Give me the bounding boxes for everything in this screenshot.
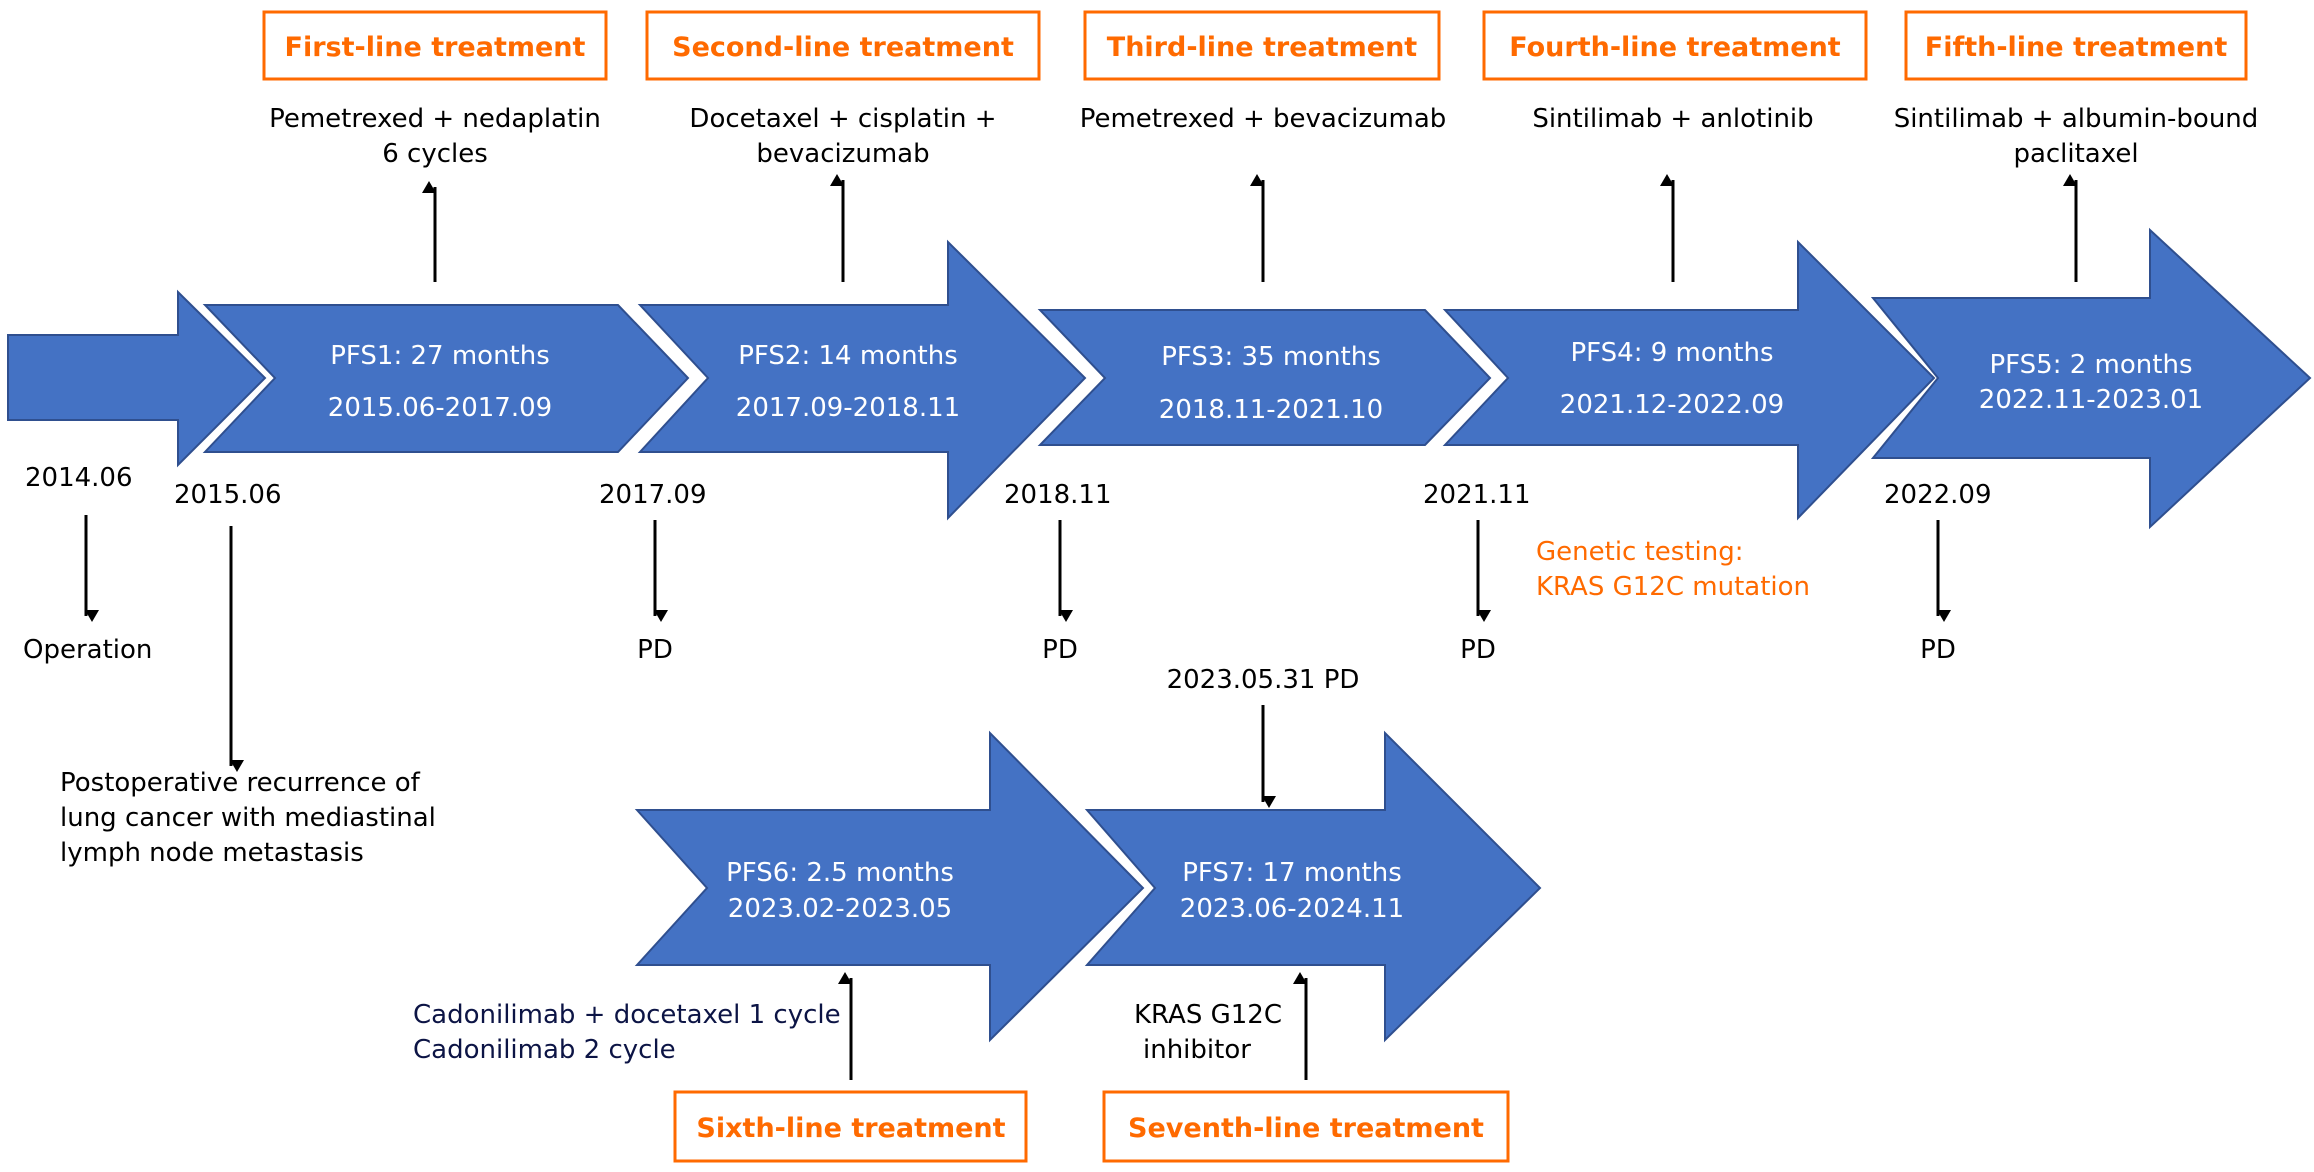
header-third-line: Third-line treatment [1083, 10, 1441, 81]
date-2022-09: 2022.09 [1884, 480, 1992, 510]
pfs7-label: PFS7: 17 months [1182, 858, 1402, 888]
pfs7-range: 2023.06-2024.11 [1180, 894, 1404, 924]
event-pd-1: PD [637, 635, 673, 665]
regimen-6-line-2: Cadonilimab 2 cycle [413, 1035, 676, 1065]
regimen-4-line-1: Sintilimab + anlotinib [1532, 104, 1813, 134]
event-pd-3: PD [1460, 635, 1496, 665]
date-2018-11: 2018.11 [1004, 480, 1112, 510]
pfs2-range: 2017.09-2018.11 [736, 393, 960, 423]
pfs6-label: PFS6: 2.5 months [726, 858, 954, 888]
event-recurrence-line-2: lung cancer with mediastinal [60, 803, 436, 833]
header-sixth-line-label: Sixth-line treatment [696, 1113, 1005, 1144]
arrow-pfs5 [1870, 227, 2312, 530]
pfs3-range: 2018.11-2021.10 [1159, 395, 1383, 425]
regimen-2-line-2: bevacizumab [756, 139, 929, 169]
header-first-line-label: First-line treatment [285, 32, 586, 63]
header-third-line-label: Third-line treatment [1107, 32, 1418, 63]
header-seventh-line-label: Seventh-line treatment [1128, 1113, 1484, 1144]
pfs2-label: PFS2: 14 months [738, 341, 958, 371]
date-2017-09: 2017.09 [599, 480, 707, 510]
pfs6-range: 2023.02-2023.05 [728, 894, 952, 924]
event-pd-2: PD [1042, 635, 1078, 665]
header-second-line: Second-line treatment [645, 10, 1041, 81]
arrow-pfs2 [637, 239, 1087, 521]
pfs1-label: PFS1: 27 months [330, 341, 550, 371]
header-seventh-line: Seventh-line treatment [1102, 1090, 1510, 1163]
arrow-pfs1 [202, 304, 690, 453]
arrow-initial [7, 289, 267, 468]
event-genetic-line-1: Genetic testing: [1536, 537, 1744, 567]
event-operation: Operation [23, 635, 152, 665]
pfs5-range: 2022.11-2023.01 [1979, 385, 2203, 415]
regimen-3-line-1: Pemetrexed + bevacizumab [1080, 104, 1447, 134]
arrow-pfs6 [634, 730, 1145, 1043]
header-fifth-line-label: Fifth-line treatment [1925, 32, 2228, 63]
date-2015-06: 2015.06 [174, 480, 282, 510]
event-genetic-line-2: KRAS G12C mutation [1536, 572, 1810, 602]
regimen-1-line-2: 6 cycles [382, 139, 488, 169]
header-fifth-line: Fifth-line treatment [1904, 10, 2248, 81]
regimen-7-line-1: KRAS G12C [1134, 1000, 1282, 1030]
regimen-2-line-1: Docetaxel + cisplatin + [689, 104, 996, 134]
date-2023-05-31-pd: 2023.05.31 PD [1167, 665, 1360, 695]
pfs5-label: PFS5: 2 months [1990, 350, 2193, 380]
pfs3-label: PFS3: 35 months [1161, 342, 1381, 372]
arrow-pfs4 [1442, 239, 1936, 521]
regimen-7-line-2: inhibitor [1143, 1035, 1251, 1065]
arrow-pfs3 [1037, 309, 1492, 446]
regimen-5-line-1: Sintilimab + albumin-bound [1894, 104, 2259, 134]
event-pd-4: PD [1920, 635, 1956, 665]
date-2021-11: 2021.11 [1423, 480, 1531, 510]
header-first-line: First-line treatment [262, 10, 608, 81]
pfs4-label: PFS4: 9 months [1571, 338, 1774, 368]
header-second-line-label: Second-line treatment [672, 32, 1014, 63]
header-sixth-line: Sixth-line treatment [673, 1090, 1028, 1163]
pfs1-range: 2015.06-2017.09 [328, 393, 552, 423]
pfs4-range: 2021.12-2022.09 [1560, 390, 1784, 420]
header-fourth-line-label: Fourth-line treatment [1509, 32, 1841, 63]
regimen-5-line-2: paclitaxel [2013, 139, 2138, 169]
regimen-1-line-1: Pemetrexed + nedaplatin [269, 104, 601, 134]
event-recurrence-line-3: lymph node metastasis [60, 838, 364, 868]
arrow-pfs7 [1084, 730, 1542, 1043]
regimen-6-line-1: Cadonilimab + docetaxel 1 cycle [413, 1000, 841, 1030]
header-fourth-line: Fourth-line treatment [1482, 10, 1868, 81]
date-2014-06: 2014.06 [25, 463, 133, 493]
event-recurrence-line-1: Postoperative recurrence of [60, 768, 421, 798]
